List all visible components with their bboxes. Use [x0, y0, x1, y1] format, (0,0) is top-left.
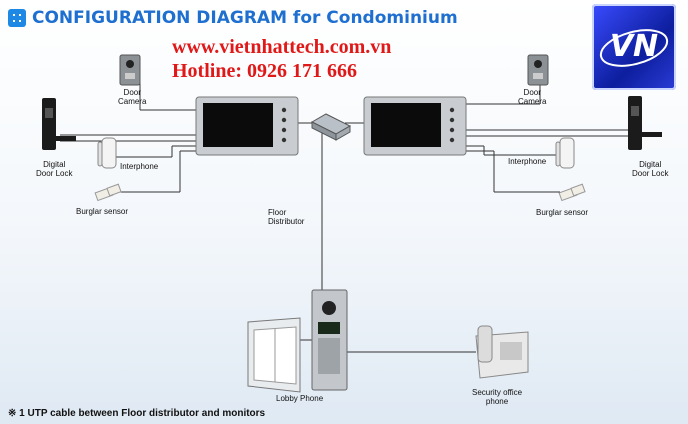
digital-lock-left-text: Digital Door Lock [36, 160, 73, 178]
title-row: CONFIGURATION DIAGRAM for Condominium [8, 8, 458, 28]
burglar-right-label: Burglar sensor [536, 208, 589, 217]
digital-lock-right [628, 96, 662, 150]
door-camera-left-text: Door Camera [118, 88, 147, 106]
digital-lock-right-text: Digital Door Lock [632, 160, 669, 178]
digital-lock-left [42, 98, 76, 150]
floor-distributor-text: Floor Distributor [268, 208, 305, 226]
interphone-left-label: Interphone [120, 162, 159, 171]
door-camera-left-label: Door Camera [118, 88, 146, 106]
burglar-sensor-right [558, 183, 586, 202]
interphone-left [97, 137, 117, 169]
footnote: ※ 1 UTP cable between Floor distributor … [8, 408, 266, 419]
door-camera-right [527, 54, 549, 86]
burglar-left-label: Burglar sensor [76, 207, 129, 216]
security-office-phone [475, 325, 529, 379]
door-camera-right-label: Door Camera [518, 88, 546, 106]
svg-text:VN: VN [610, 29, 658, 64]
security-phone-text: Security office phone [472, 388, 523, 406]
door-camera-left [119, 54, 141, 86]
security-phone-label: Security office phone [472, 388, 522, 406]
digital-lock-right-label: Digital Door Lock [632, 160, 668, 178]
floor-distributor-device [310, 113, 352, 141]
lobby-door [247, 317, 301, 393]
lobby-phone-label: Lobby Phone [276, 394, 324, 403]
digital-lock-left-label: Digital Door Lock [36, 160, 72, 178]
hotline-text: Hotline: 0926 171 666 [172, 60, 357, 82]
diagram-title: CONFIGURATION DIAGRAM for Condominium [32, 8, 458, 28]
video-monitor-right [363, 96, 467, 156]
company-logo: VN [592, 4, 676, 90]
lobby-phone-panel [311, 289, 348, 391]
video-monitor-left [195, 96, 299, 156]
grid-icon [8, 9, 26, 27]
floor-distributor-label: Floor Distributor [268, 208, 304, 226]
logo-mark: VN [599, 29, 669, 67]
interphone-right [555, 137, 575, 169]
door-camera-right-text: Door Camera [518, 88, 547, 106]
interphone-right-label: Interphone [508, 157, 547, 166]
burglar-sensor-left [94, 183, 122, 202]
website-text: www.vietnhattech.com.vn [172, 36, 392, 58]
